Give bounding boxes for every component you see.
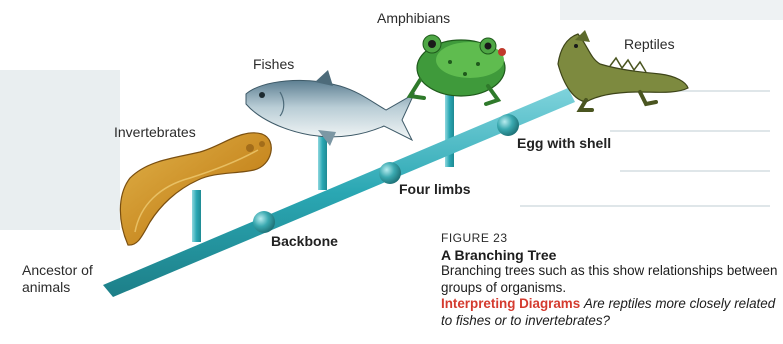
node-backbone — [253, 211, 275, 233]
label-backbone: Backbone — [271, 233, 338, 249]
fish-illustration — [246, 70, 414, 146]
branch-fishes — [318, 135, 327, 190]
figure-number: FIGURE 23 — [441, 230, 779, 247]
label-invertebrates: Invertebrates — [114, 124, 196, 140]
figure-prompt: Interpreting Diagrams Are reptiles more … — [441, 296, 779, 329]
label-four-limbs: Four limbs — [399, 181, 471, 197]
figure-body: Branching trees such as this show relati… — [441, 263, 779, 296]
label-amphibians: Amphibians — [377, 10, 450, 26]
label-ancestor: Ancestor of animals — [22, 262, 112, 296]
label-egg-with-shell: Egg with shell — [517, 135, 611, 151]
node-egg-with-shell — [497, 114, 519, 136]
node-four-limbs — [379, 162, 401, 184]
figure-caption: FIGURE 23 A Branching Tree Branching tre… — [441, 230, 779, 329]
figure-title: A Branching Tree — [441, 247, 779, 264]
branch-invertebrates — [192, 190, 201, 242]
prompt-label: Interpreting Diagrams — [441, 296, 580, 311]
label-reptiles: Reptiles — [624, 36, 675, 52]
frog-illustration — [410, 35, 506, 104]
label-fishes: Fishes — [253, 56, 294, 72]
